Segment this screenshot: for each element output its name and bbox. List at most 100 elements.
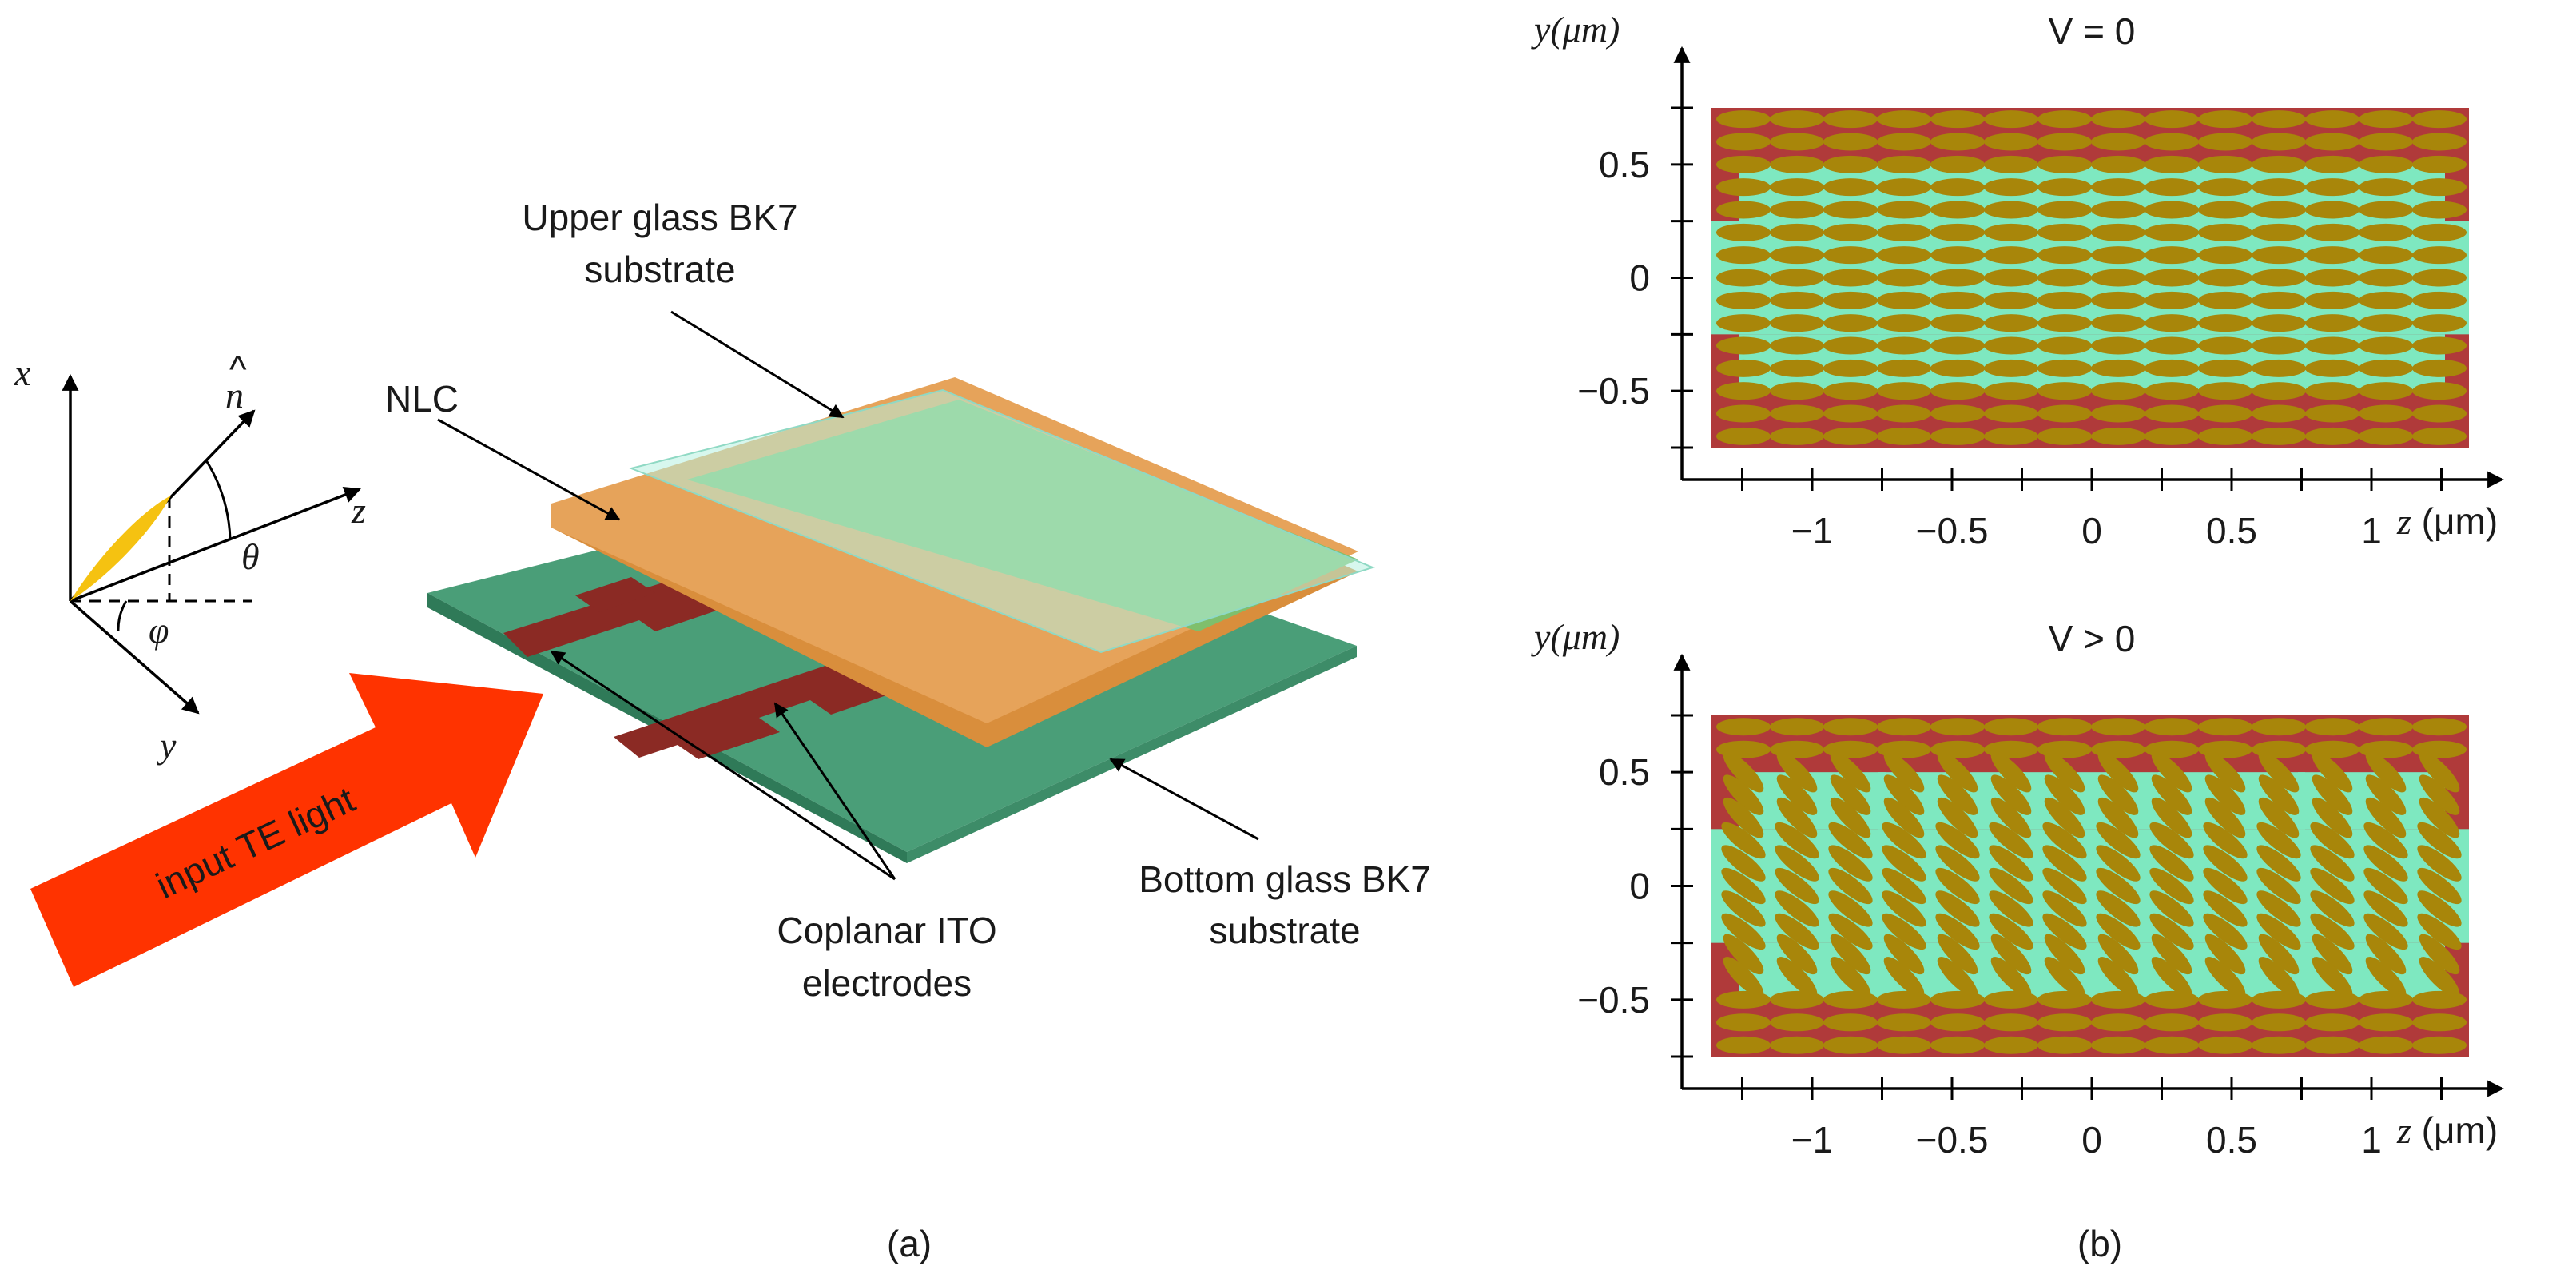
lc-molecule bbox=[2091, 1036, 2145, 1054]
lc-molecule bbox=[1984, 404, 2038, 423]
lc-molecule bbox=[2363, 845, 2408, 882]
lc-molecule bbox=[1716, 314, 1771, 332]
lc-molecule bbox=[2198, 718, 2252, 736]
lc-molecule bbox=[1721, 890, 1766, 927]
lc-molecule bbox=[2037, 359, 2092, 377]
lc-molecule bbox=[1716, 110, 1771, 129]
z-axis-unit: (μm) bbox=[2411, 1109, 2498, 1151]
lc-molecule bbox=[2145, 1013, 2199, 1032]
lc-molecule bbox=[1770, 155, 1824, 173]
bottom-glass-label-1: Bottom glass BK7 bbox=[1139, 858, 1431, 900]
lc-molecule bbox=[1721, 867, 1766, 905]
lc-molecule bbox=[1716, 178, 1771, 197]
lc-molecule bbox=[1877, 246, 1931, 265]
lc-molecule bbox=[2412, 133, 2467, 151]
lc-molecule bbox=[2091, 404, 2145, 423]
lc-molecule bbox=[2419, 774, 2460, 815]
lc-molecule bbox=[1770, 133, 1824, 151]
lc-molecule bbox=[2145, 314, 2199, 332]
lc-molecule bbox=[2312, 751, 2353, 793]
lc-molecule bbox=[2359, 269, 2413, 287]
z-tick-label: −0.5 bbox=[1916, 1119, 1989, 1161]
lc-molecule bbox=[1823, 133, 1878, 151]
z-tick-label: −0.5 bbox=[1916, 510, 1989, 551]
lc-molecule bbox=[2042, 867, 2087, 905]
lc-molecule bbox=[2363, 890, 2408, 927]
lc-molecule bbox=[1721, 845, 1766, 882]
lc-molecule bbox=[2151, 934, 2192, 975]
lc-molecule bbox=[2359, 246, 2413, 265]
lc-molecule bbox=[2312, 774, 2353, 815]
lc-molecule bbox=[1770, 336, 1824, 355]
coordinate-system: x y z n ^ θ φ bbox=[14, 348, 366, 766]
lc-molecule bbox=[2091, 291, 2145, 309]
lc-molecule bbox=[1989, 845, 2033, 882]
lc-molecule bbox=[1828, 867, 1873, 905]
lc-molecule bbox=[1984, 1013, 2038, 1032]
lc-molecule bbox=[2258, 797, 2300, 838]
lc-molecule bbox=[2198, 314, 2252, 332]
lc-molecule bbox=[1723, 797, 1764, 838]
lc-molecule bbox=[1823, 336, 1878, 355]
lc-molecule bbox=[2310, 913, 2355, 950]
lc-molecule bbox=[1930, 404, 1985, 423]
lc-molecule bbox=[1930, 110, 1985, 129]
lc-molecule bbox=[1989, 913, 2033, 950]
lc-molecule bbox=[1776, 774, 1818, 815]
lc-molecule bbox=[2198, 291, 2252, 309]
lc-molecule bbox=[1770, 1013, 1824, 1032]
lc-molecule bbox=[1937, 957, 1978, 997]
lc-molecule bbox=[1984, 336, 2038, 355]
lc-molecule bbox=[2312, 957, 2353, 997]
lc-molecule bbox=[1877, 427, 1931, 445]
lc-molecule bbox=[2198, 155, 2252, 173]
lc-molecule bbox=[2252, 155, 2306, 173]
lc-molecule bbox=[2359, 1036, 2413, 1054]
lc-molecule bbox=[2091, 427, 2145, 445]
lc-molecule bbox=[2037, 223, 2092, 241]
lc-molecule bbox=[1770, 404, 1824, 423]
z-axis-label: z (μm) bbox=[2396, 500, 2498, 542]
lc-molecule bbox=[2359, 1013, 2413, 1032]
panel-a: x y z n ^ θ φ bbox=[14, 197, 1431, 1264]
lc-molecule bbox=[2037, 427, 2092, 445]
lc-molecule bbox=[1716, 291, 1771, 309]
lc-molecule bbox=[1989, 890, 2033, 927]
lc-molecule bbox=[2203, 913, 2248, 950]
lc-molecule bbox=[2198, 223, 2252, 241]
lc-molecule bbox=[1930, 155, 1985, 173]
lc-molecule bbox=[2412, 269, 2467, 287]
lc-molecule bbox=[1828, 890, 1873, 927]
lc-molecule bbox=[2258, 774, 2300, 815]
lc-molecule bbox=[2204, 957, 2246, 997]
lc-molecule bbox=[1823, 223, 1878, 241]
lc-molecule bbox=[1877, 201, 1931, 219]
lc-molecule bbox=[2198, 990, 2252, 1009]
lc-molecule bbox=[1775, 890, 1819, 927]
lc-molecule bbox=[2412, 718, 2467, 736]
callouts bbox=[437, 310, 1259, 881]
lc-molecule bbox=[2310, 845, 2355, 882]
lc-molecule bbox=[1882, 845, 1926, 882]
lc-molecule bbox=[2252, 223, 2306, 241]
y-tick-label: 0 bbox=[1629, 866, 1650, 907]
lc-molecule bbox=[2305, 133, 2359, 151]
lc-molecule bbox=[1930, 427, 1985, 445]
lc-molecule bbox=[1823, 1036, 1878, 1054]
lc-molecule bbox=[2305, 1036, 2359, 1054]
lc-molecule bbox=[1935, 845, 1980, 882]
lc-molecule bbox=[1989, 867, 2033, 905]
lc-molecule bbox=[2412, 336, 2467, 355]
lc-molecule bbox=[2149, 822, 2194, 859]
lc-molecule bbox=[2412, 246, 2467, 265]
lc-molecule bbox=[1984, 291, 2038, 309]
lc-molecule bbox=[2145, 990, 2199, 1009]
lc-molecule bbox=[2042, 890, 2087, 927]
lc-molecule bbox=[2198, 336, 2252, 355]
lc-molecule bbox=[1990, 751, 2032, 793]
lc-molecule bbox=[2305, 291, 2359, 309]
z-tick-label: 0.5 bbox=[2206, 510, 2257, 551]
lc-molecule bbox=[2359, 155, 2413, 173]
lc-molecule bbox=[2203, 867, 2248, 905]
